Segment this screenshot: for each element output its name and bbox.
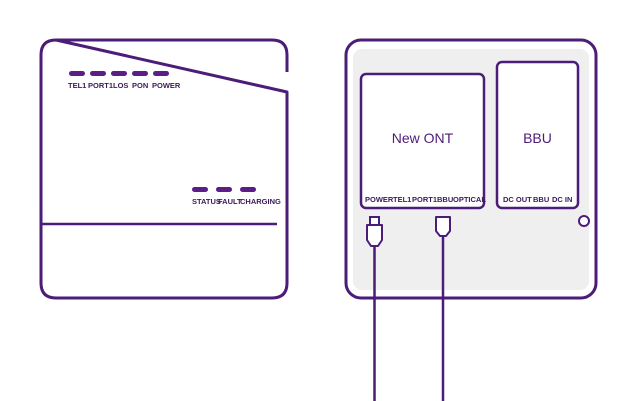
ont-port-bbu: BBU	[437, 195, 453, 204]
led-pon	[132, 71, 148, 76]
bbu-port-dc-in: DC IN	[552, 195, 572, 204]
bbu-port-dc-out: DC OUT	[503, 195, 532, 204]
ont-port-power: POWER	[365, 195, 394, 204]
optical-connector-icon	[435, 216, 451, 401]
ont-port-optical: OPTICAL	[453, 195, 486, 204]
led-label-charging: CHARGING	[240, 197, 281, 206]
led-fault	[216, 187, 232, 192]
ont-port-port1: PORT1	[412, 195, 437, 204]
led-label-power: POWER	[152, 81, 181, 90]
led-label-port1: PORT1	[88, 81, 113, 90]
ont-port-tel1: TEL1	[393, 195, 411, 204]
right-unit: New ONT POWER TEL1 PORT1 BBU OPTICAL BBU…	[344, 38, 598, 300]
bbu-title: BBU	[523, 130, 552, 146]
cables	[366, 216, 451, 401]
led-tel1	[69, 71, 85, 76]
led-label-tel1: TEL1	[68, 81, 86, 90]
side-indicator	[578, 215, 590, 227]
led-los	[111, 71, 127, 76]
led-power	[153, 71, 169, 76]
power-plug-icon	[366, 216, 383, 401]
new-ont-module	[359, 72, 486, 210]
led-charging	[240, 187, 256, 192]
led-label-los: LOS	[113, 81, 128, 90]
right-unit-outline	[344, 38, 598, 300]
led-label-pon: PON	[132, 81, 148, 90]
left-unit-outline	[39, 38, 289, 300]
led-label-fault: FAULT	[218, 197, 242, 206]
bbu-port-bbu: BBU	[533, 195, 549, 204]
led-status	[192, 187, 208, 192]
led-label-status: STATUS	[192, 197, 221, 206]
led-port1	[90, 71, 106, 76]
bbu-module	[495, 60, 580, 210]
new-ont-title: New ONT	[392, 130, 454, 146]
left-unit: TEL1 PORT1 LOS PON POWER STATUS FAULT CH…	[39, 38, 289, 300]
